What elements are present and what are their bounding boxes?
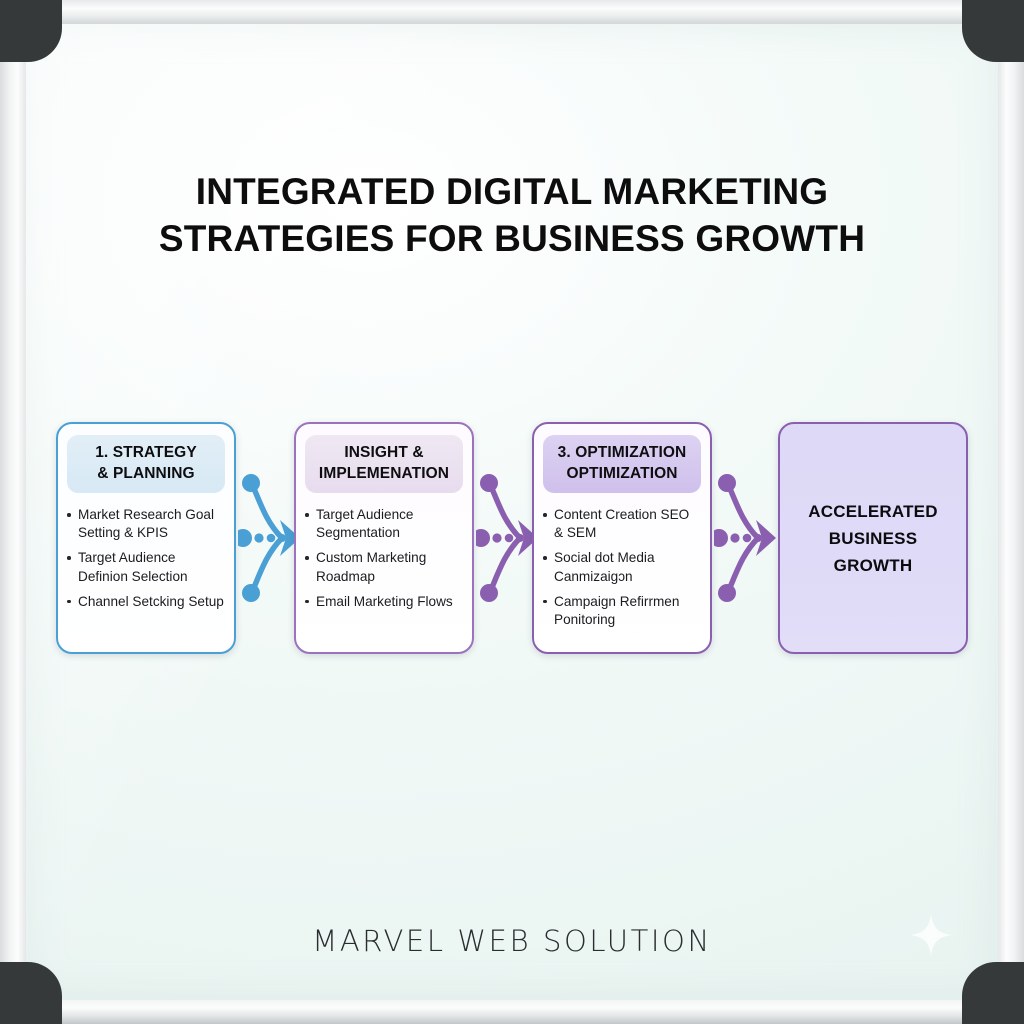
connector-1-node-top bbox=[242, 474, 260, 492]
connector-3-node-bottom bbox=[718, 584, 736, 602]
connector-3-dot-0 bbox=[710, 529, 728, 547]
frame-bezel-top bbox=[0, 0, 1024, 28]
connector-2-graphic bbox=[472, 474, 538, 602]
process-flow-row: 1. STRATEGY & PLANNING Market Research G… bbox=[56, 422, 968, 662]
final-card-line-3: GROWTH bbox=[833, 555, 913, 575]
card-2-badge-line-2: IMPLEMENATION bbox=[318, 464, 450, 482]
list-item: Target Audience Segmentation bbox=[305, 506, 462, 542]
list-item: Target Audience Definion Selection bbox=[67, 549, 224, 585]
connector-1-dot-3 bbox=[278, 534, 286, 542]
connector-1-dot-0 bbox=[234, 529, 252, 547]
connector-2 bbox=[472, 422, 538, 654]
page-title: INTEGRATED DIGITAL MARKETING STRATEGIES … bbox=[26, 168, 998, 262]
card-optimization[interactable]: 3. OPTIMIZATION OPTIMIZATION Content Cre… bbox=[532, 422, 712, 654]
connector-2-dot-1 bbox=[492, 533, 502, 543]
connector-2-dot-3 bbox=[516, 534, 524, 542]
card-1-badge-line-2: & PLANNING bbox=[97, 464, 195, 482]
connector-3-dot-2 bbox=[742, 533, 752, 543]
connector-1-graphic bbox=[234, 474, 300, 602]
whiteboard-surface: INTEGRATED DIGITAL MARKETING STRATEGIES … bbox=[26, 24, 998, 1000]
frame-corner-top-right bbox=[962, 0, 1024, 62]
list-item: Custom Marketing Roadmap bbox=[305, 549, 462, 585]
frame-corner-bottom-left bbox=[0, 962, 62, 1024]
card-3-badge-line-2: OPTIMIZATION bbox=[566, 464, 678, 482]
card-2-badge-line-1: INSIGHT & bbox=[344, 444, 424, 461]
card-3-bullet-list: Content Creation SEO & SEM Social dot Me… bbox=[534, 506, 710, 629]
card-1-badge: 1. STRATEGY & PLANNING bbox=[67, 435, 225, 493]
frame-corner-top-left bbox=[0, 0, 62, 62]
connector-3-dot-1 bbox=[730, 533, 740, 543]
connector-2-arrow-icon bbox=[518, 520, 538, 556]
footer-brand: MARVEL WEB SOLUTION bbox=[312, 924, 712, 958]
list-item: Market Research Goal Setting & KPIS bbox=[67, 506, 224, 542]
card-strategy-planning[interactable]: 1. STRATEGY & PLANNING Market Research G… bbox=[56, 422, 236, 654]
page-title-line-2: STRATEGIES FOR BUSINESS GROWTH bbox=[158, 218, 866, 259]
final-card-line-2: BUSINESS bbox=[828, 528, 918, 548]
connector-3-dot-3 bbox=[754, 534, 762, 542]
card-2-badge: INSIGHT & IMPLEMENATION bbox=[305, 435, 463, 493]
connector-2-dot-2 bbox=[504, 533, 514, 543]
list-item: Email Marketing Flows bbox=[305, 593, 462, 611]
connector-2-dot-0 bbox=[472, 529, 490, 547]
connector-3 bbox=[710, 422, 776, 654]
connector-3-node-top bbox=[718, 474, 736, 492]
final-card-line-1: ACCELERATED bbox=[808, 501, 938, 521]
list-item: Content Creation SEO & SEM bbox=[543, 506, 700, 542]
frame-corner-bottom-right bbox=[962, 962, 1024, 1024]
connector-2-node-top bbox=[480, 474, 498, 492]
final-card-text: ACCELERATED BUSINESS GROWTH bbox=[808, 498, 937, 579]
card-2-bullet-list: Target Audience Segmentation Custom Mark… bbox=[296, 506, 472, 611]
card-accelerated-business-growth[interactable]: ACCELERATED BUSINESS GROWTH bbox=[778, 422, 968, 654]
card-3-badge: 3. OPTIMIZATION OPTIMIZATION bbox=[543, 435, 701, 493]
connector-3-graphic bbox=[710, 474, 776, 602]
card-1-badge-line-1: 1. STRATEGY bbox=[95, 444, 197, 461]
list-item: Social dot Media Canmizaigɔn bbox=[543, 549, 700, 585]
list-item: Channel Setcking Setup bbox=[67, 593, 224, 611]
connector-1-node-bottom bbox=[242, 584, 260, 602]
connector-3-arrow-icon bbox=[756, 520, 776, 556]
card-insight-implemenation[interactable]: INSIGHT & IMPLEMENATION Target Audience … bbox=[294, 422, 474, 654]
list-item: Campaign Refirrmen Ponitoring bbox=[543, 593, 700, 629]
connector-1-arrow-icon bbox=[280, 520, 300, 556]
card-3-badge-line-1: 3. OPTIMIZATION bbox=[557, 444, 687, 461]
sparkle-icon bbox=[910, 914, 952, 956]
connector-1-dot-1 bbox=[254, 533, 264, 543]
connector-2-node-bottom bbox=[480, 584, 498, 602]
card-1-bullet-list: Market Research Goal Setting & KPIS Targ… bbox=[58, 506, 234, 611]
page-title-line-1: INTEGRATED DIGITAL MARKETING bbox=[195, 171, 829, 212]
connector-1 bbox=[234, 422, 300, 654]
connector-1-dot-2 bbox=[266, 533, 276, 543]
